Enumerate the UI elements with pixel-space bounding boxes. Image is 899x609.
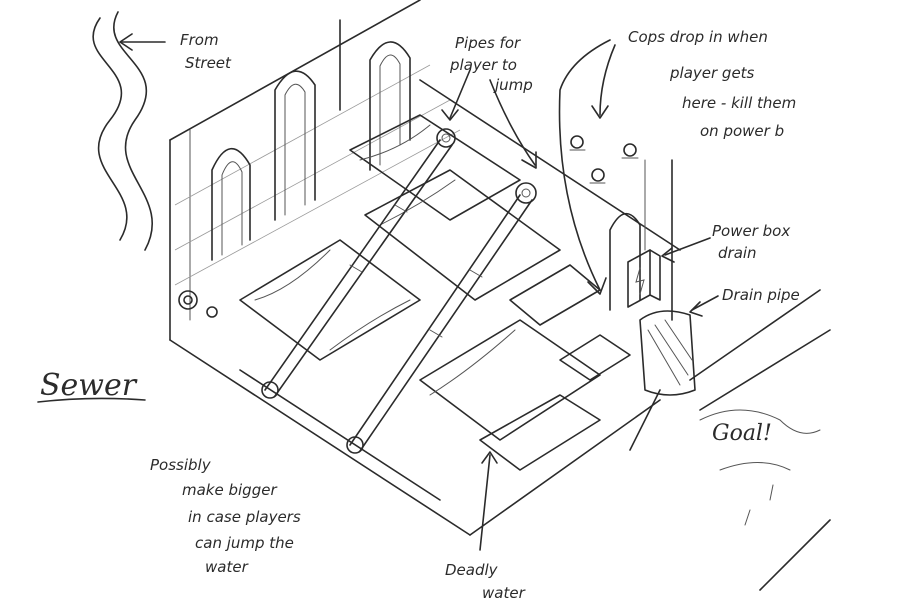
cop-figures bbox=[569, 135, 639, 184]
sewer-title: Sewer bbox=[40, 368, 138, 403]
possibly-line-5: water bbox=[205, 558, 249, 576]
cops-line-4: on power b bbox=[700, 122, 784, 140]
pipes-line-3: jump bbox=[493, 76, 533, 94]
cops-line-1: Cops drop in when bbox=[628, 28, 768, 46]
label-goal: Goal! bbox=[712, 421, 772, 446]
back-wall bbox=[169, 0, 673, 341]
label-pipes: Pipes for player to jump bbox=[449, 34, 533, 94]
label-sewer: Sewer bbox=[37, 368, 146, 403]
pipes-line-1: Pipes for bbox=[455, 34, 521, 52]
pipe-right bbox=[346, 182, 537, 454]
possibly-line-3: in case players bbox=[188, 508, 301, 526]
sewer-floor bbox=[169, 79, 681, 536]
label-possibly: Possibly make bigger in case players can… bbox=[150, 456, 301, 576]
goal-text: Goal! bbox=[712, 421, 772, 446]
label-from-street: From Street bbox=[180, 31, 232, 72]
cops-line-2: player gets bbox=[669, 64, 755, 82]
pipe-left bbox=[261, 128, 456, 399]
from-street-line-2: Street bbox=[185, 54, 232, 72]
deadly-line-2: water bbox=[482, 584, 526, 602]
power-box bbox=[627, 159, 661, 308]
drain-pipe-line-1: Drain pipe bbox=[722, 286, 800, 304]
label-power-box: Power box drain bbox=[712, 222, 790, 262]
pipes-line-2: player to bbox=[449, 56, 517, 74]
possibly-line-4: can jump the bbox=[195, 534, 294, 552]
street-path bbox=[92, 11, 153, 251]
possibly-line-2: make bigger bbox=[182, 481, 277, 499]
cops-line-3: here - kill them bbox=[682, 94, 796, 112]
from-street-line-1: From bbox=[180, 31, 219, 49]
label-drain-pipe: Drain pipe bbox=[722, 286, 800, 304]
label-cops: Cops drop in when player gets here - kil… bbox=[628, 28, 796, 140]
valve-icons bbox=[178, 290, 218, 318]
drain-pipe bbox=[639, 310, 696, 396]
power-box-line-1: Power box bbox=[712, 222, 790, 240]
deadly-line-1: Deadly bbox=[445, 561, 499, 579]
annotation-arrows bbox=[441, 39, 719, 551]
goal-ramp bbox=[629, 289, 831, 591]
from-street-arrow bbox=[119, 33, 166, 51]
power-box-line-2: drain bbox=[718, 244, 757, 262]
possibly-line-1: Possibly bbox=[150, 456, 212, 474]
label-deadly-water: Deadly water bbox=[445, 561, 526, 602]
